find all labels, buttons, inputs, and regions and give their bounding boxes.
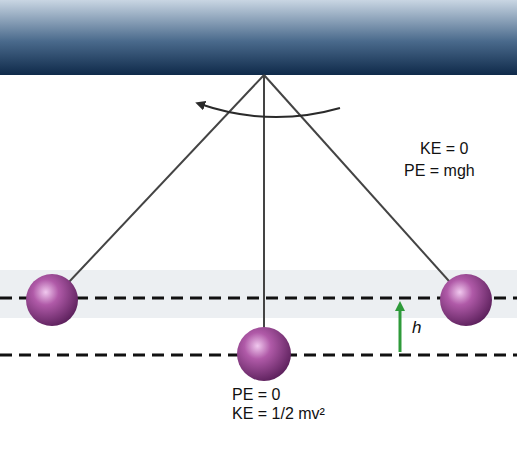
energy-label: KE = 1/2 mv² [232,405,325,423]
height-arrow [399,306,402,352]
pendulum-bob [237,327,291,381]
ceiling [0,0,517,75]
string [52,75,264,300]
energy-label: h [412,318,421,338]
pendulum-bob [440,274,492,326]
shaded-band [0,270,517,318]
string [264,75,466,300]
energy-label: KE = 0 [420,140,468,158]
swing-arrow [200,104,340,117]
pendulum-bob [26,274,78,326]
energy-label: PE = 0 [232,386,280,404]
energy-label: PE = mgh [404,162,475,180]
